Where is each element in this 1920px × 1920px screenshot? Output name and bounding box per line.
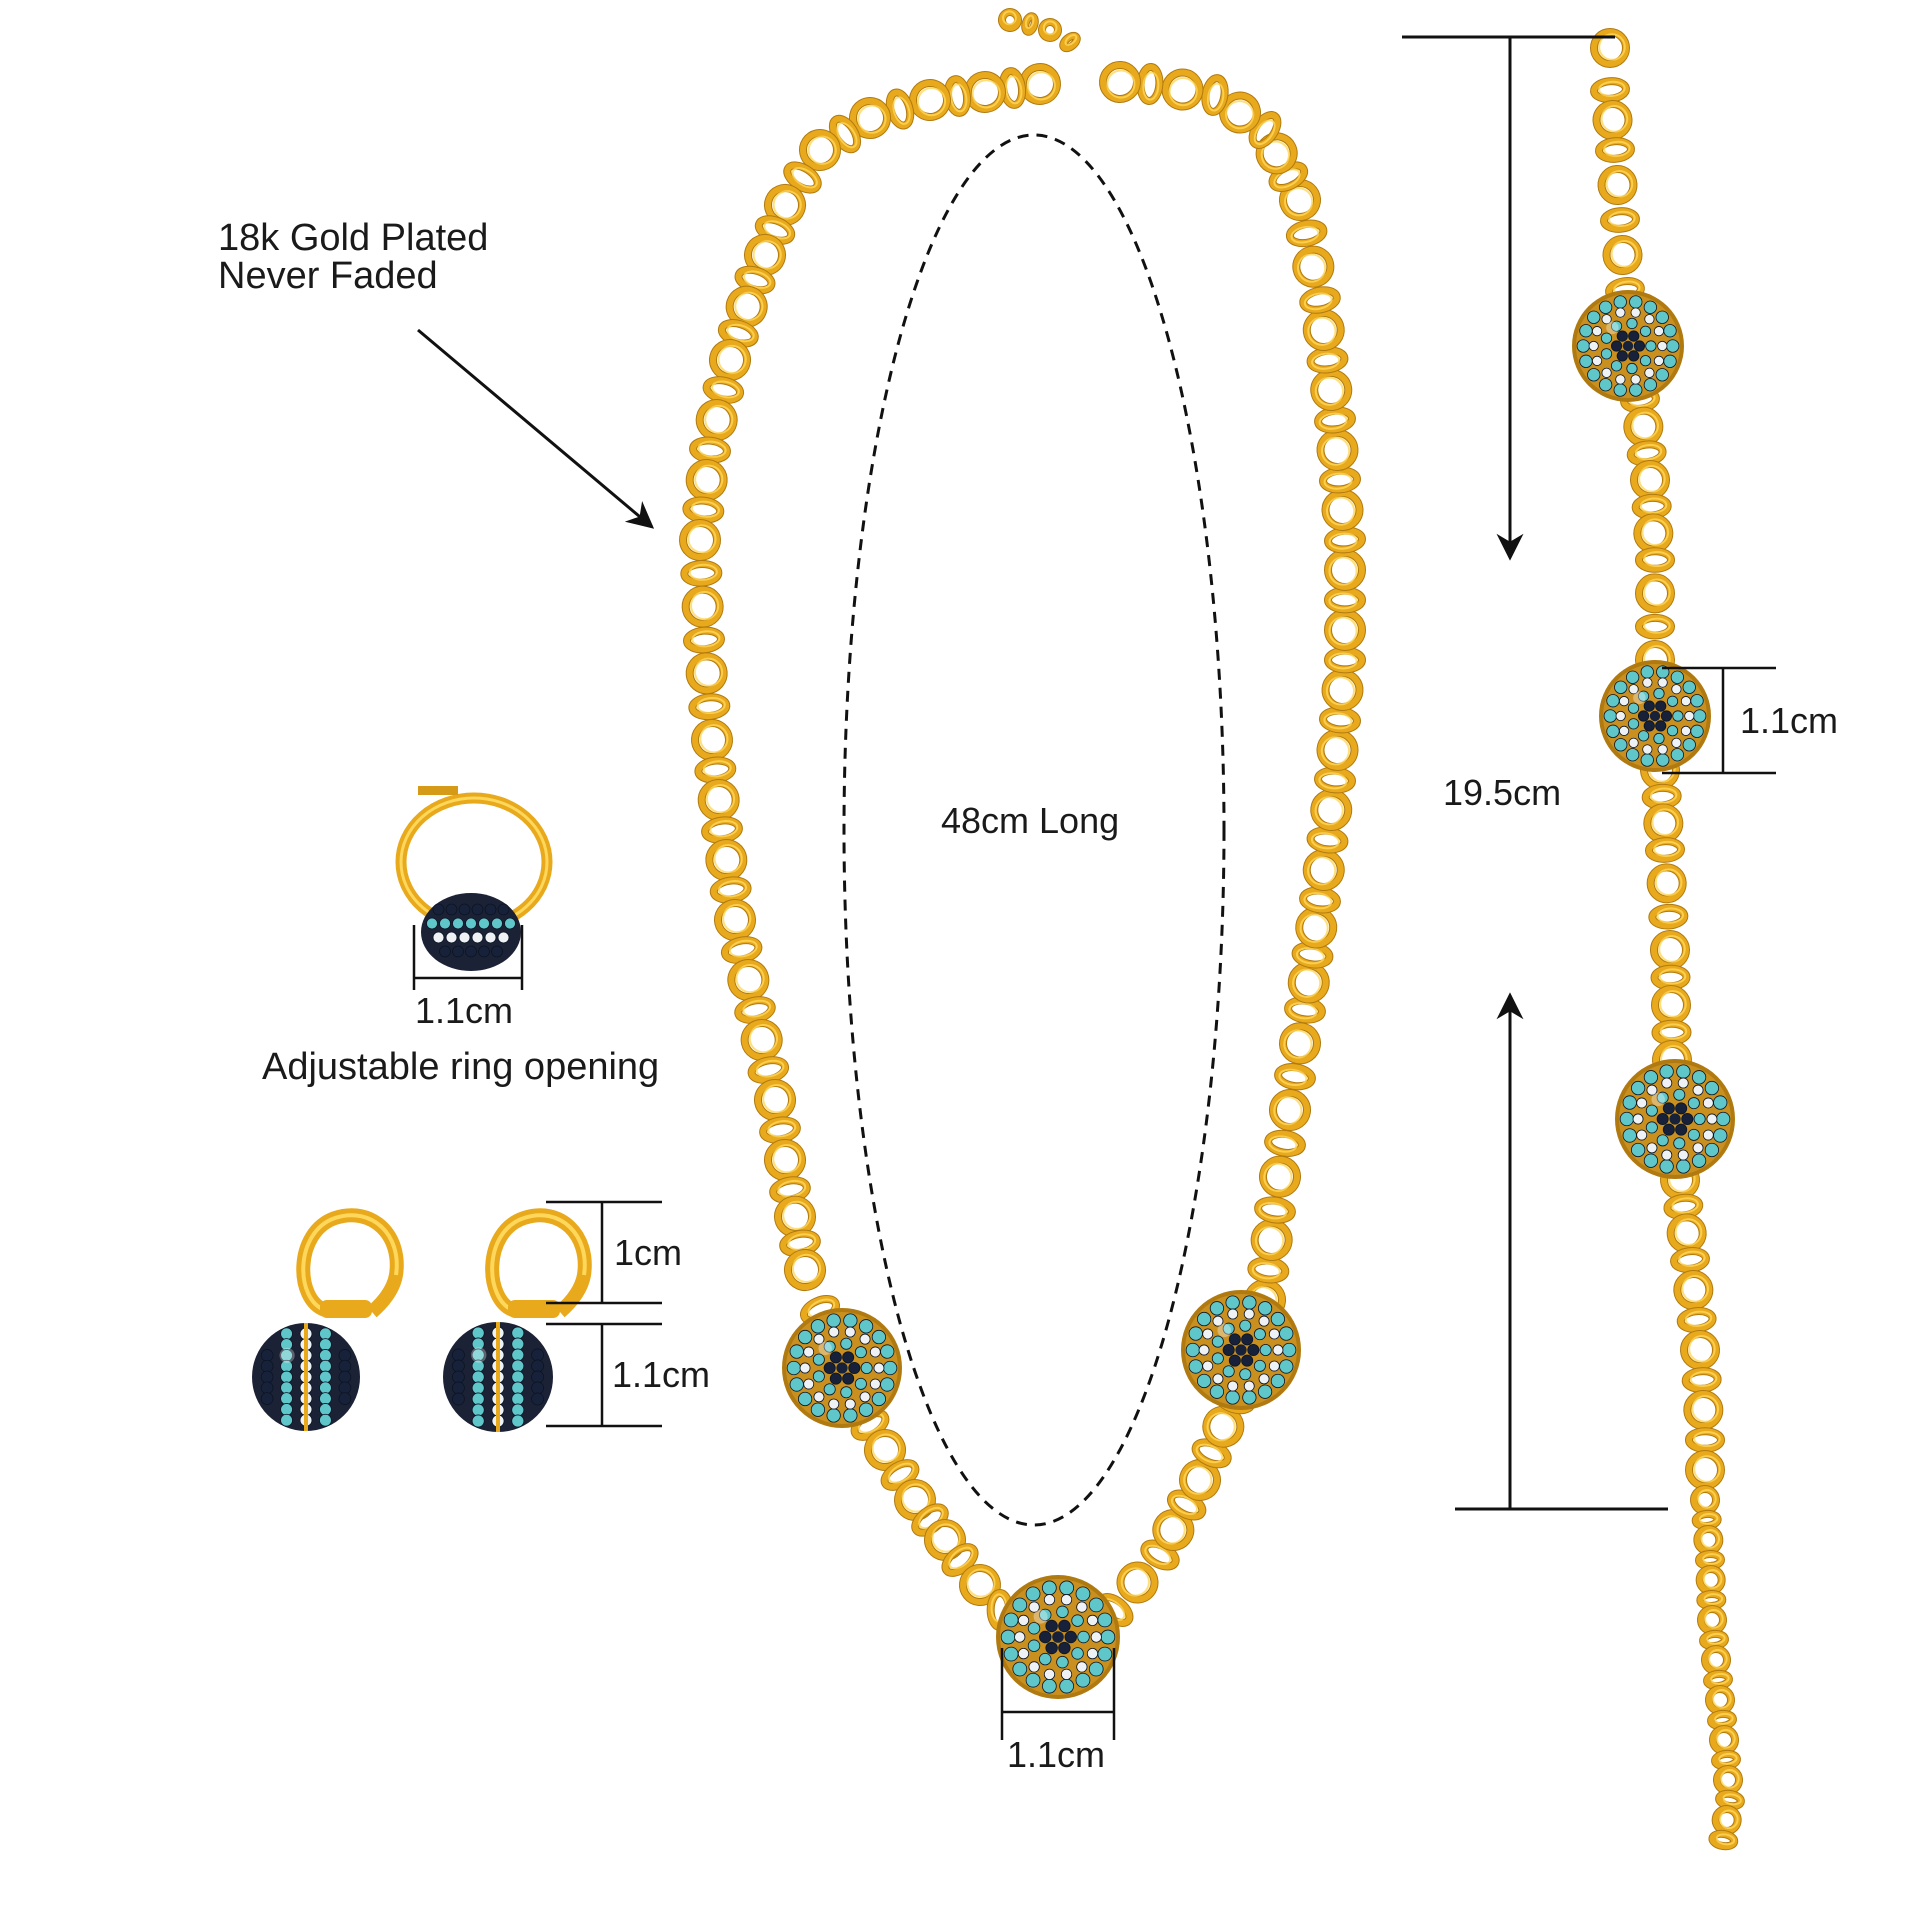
pendant-width-label: 1.1cm <box>1007 1734 1106 1775</box>
bracelet-charm-top <box>1572 290 1684 402</box>
earring-hook-label: 1cm <box>614 1232 683 1273</box>
bracelet-charm-width-marker <box>1662 666 1776 775</box>
earring-left-ball <box>252 1323 360 1431</box>
earring-ball-label: 1.1cm <box>612 1354 711 1395</box>
ring-width-marker <box>412 925 524 990</box>
ring-width-label: 1.1cm <box>415 990 514 1031</box>
earring-dimension-marker <box>546 1200 662 1428</box>
necklace-length-oval <box>842 133 1226 1527</box>
earring-left <box>296 1208 404 1318</box>
never-faded-label: Never Faded <box>218 255 438 297</box>
ring-note-label: Adjustable ring opening <box>262 1046 660 1088</box>
bracelet-length-marker <box>1402 35 1668 1511</box>
necklace-chain <box>679 8 1366 1631</box>
gold-plated-label: 18k Gold Plated <box>218 217 489 259</box>
necklace-charm-center <box>996 1575 1120 1699</box>
necklace-length-label: 48cm Long <box>941 800 1120 841</box>
earring-right <box>485 1208 592 1318</box>
pendant-width-marker <box>1000 1648 1116 1740</box>
earring-right-ball <box>443 1322 553 1432</box>
necklace-charm-right <box>1181 1290 1301 1410</box>
bracelet-length-label: 19.5cm <box>1443 772 1562 813</box>
necklace-charm-left <box>782 1308 902 1428</box>
gold-callout-arrow <box>417 328 655 529</box>
ring-charm <box>421 893 521 971</box>
bracelet-charm-middle <box>1599 660 1711 772</box>
bracelet-charm-width-label: 1.1cm <box>1740 700 1839 741</box>
bracelet-charm-bottom <box>1615 1059 1735 1179</box>
